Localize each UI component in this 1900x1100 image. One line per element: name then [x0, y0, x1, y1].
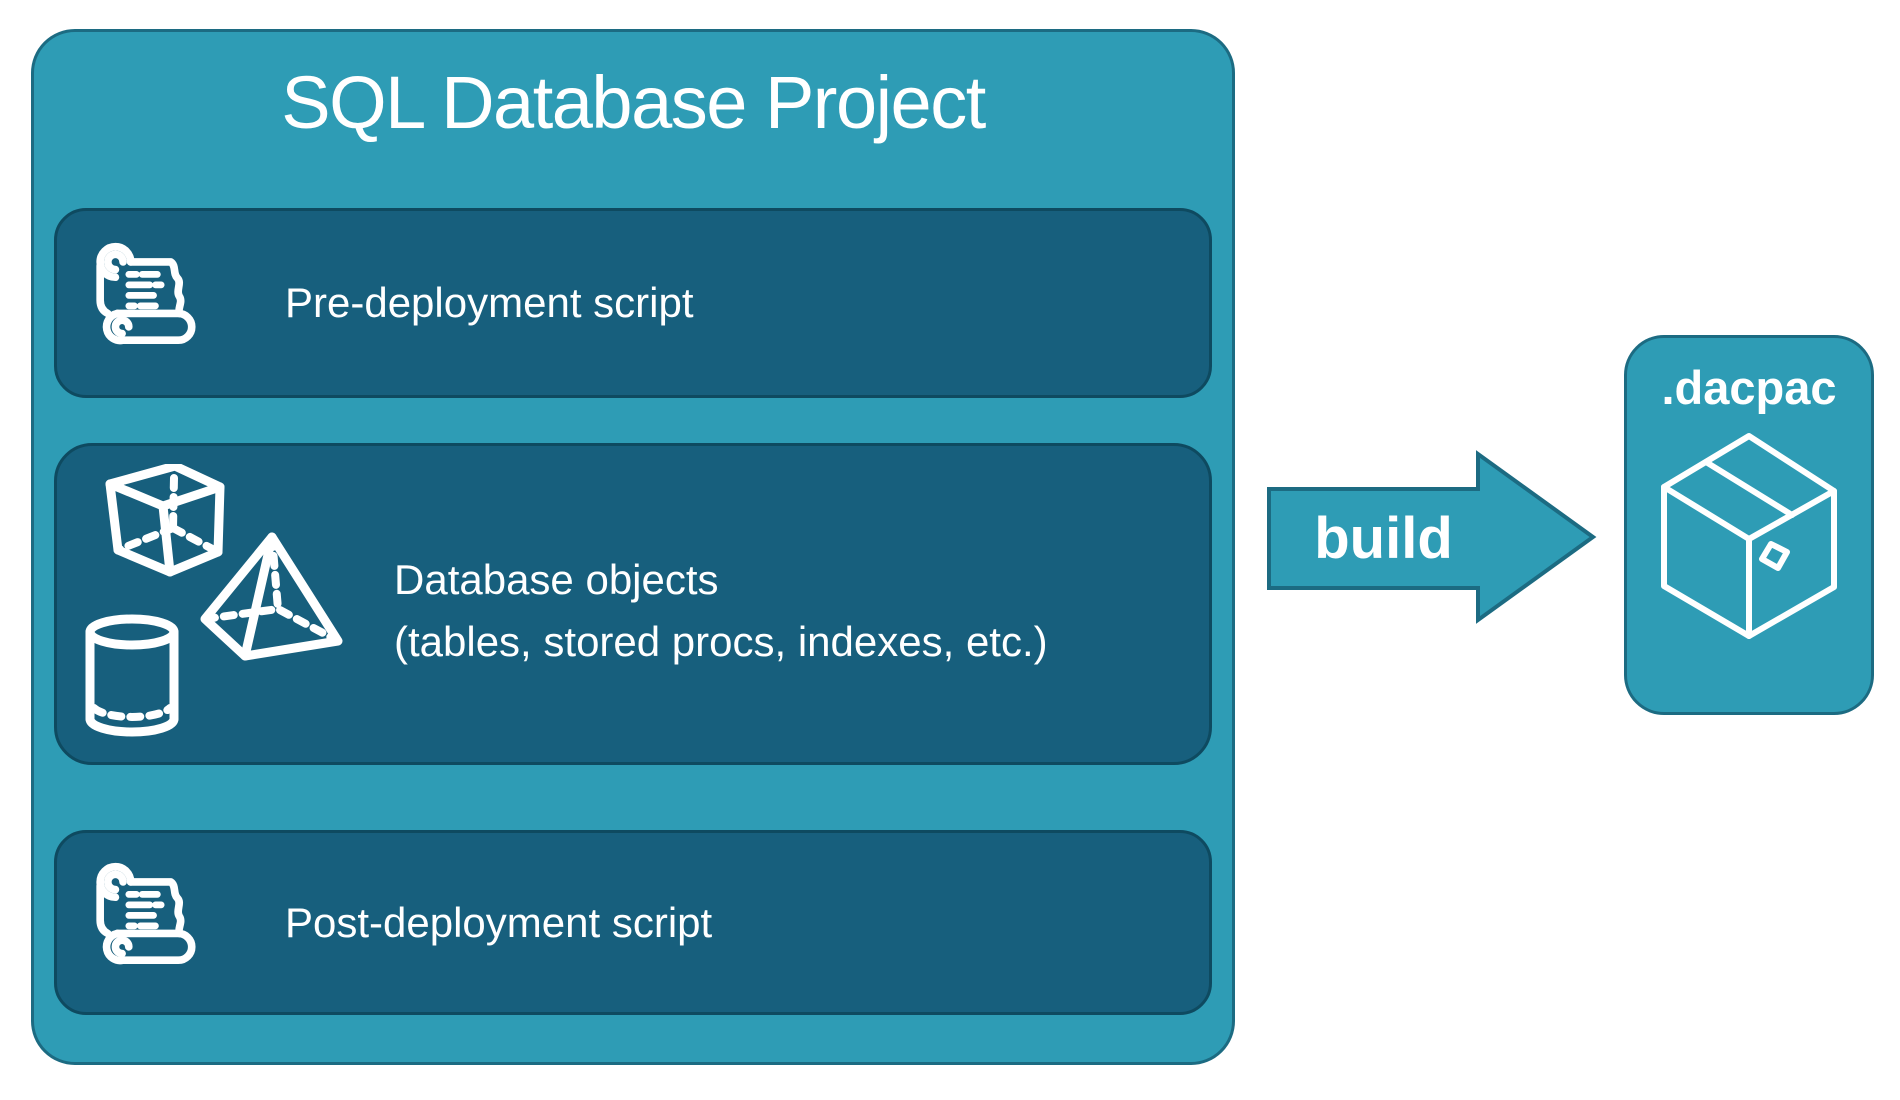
- post-deployment-label: Post-deployment script: [285, 898, 713, 946]
- post-deployment-script-box: Post-deployment script: [54, 830, 1212, 1015]
- scroll-icon: [96, 242, 196, 345]
- package-icon: [1661, 433, 1837, 639]
- database-objects-box: Database objects (tables, stored procs, …: [54, 443, 1212, 765]
- database-objects-label-line2: (tables, stored procs, indexes, etc.): [394, 618, 1048, 665]
- project-title: SQL Database Project: [281, 61, 986, 144]
- pre-deployment-label: Pre-deployment script: [285, 279, 694, 326]
- build-arrow-label: build: [1314, 506, 1453, 571]
- pre-deployment-script-box: Pre-deployment script: [54, 208, 1212, 398]
- database-objects-label-line1: Database objects: [394, 556, 719, 603]
- dacpac-title: .dacpac: [1661, 361, 1837, 414]
- database-objects-label: Database objects (tables, stored procs, …: [394, 549, 1048, 673]
- build-arrow: [1267, 450, 1597, 624]
- sql-database-project-box: SQL Database Project: [31, 29, 1235, 1065]
- dacpac-box: .dacpac: [1624, 335, 1874, 715]
- shapes-icon: [85, 464, 343, 737]
- scroll-icon: [96, 862, 196, 964]
